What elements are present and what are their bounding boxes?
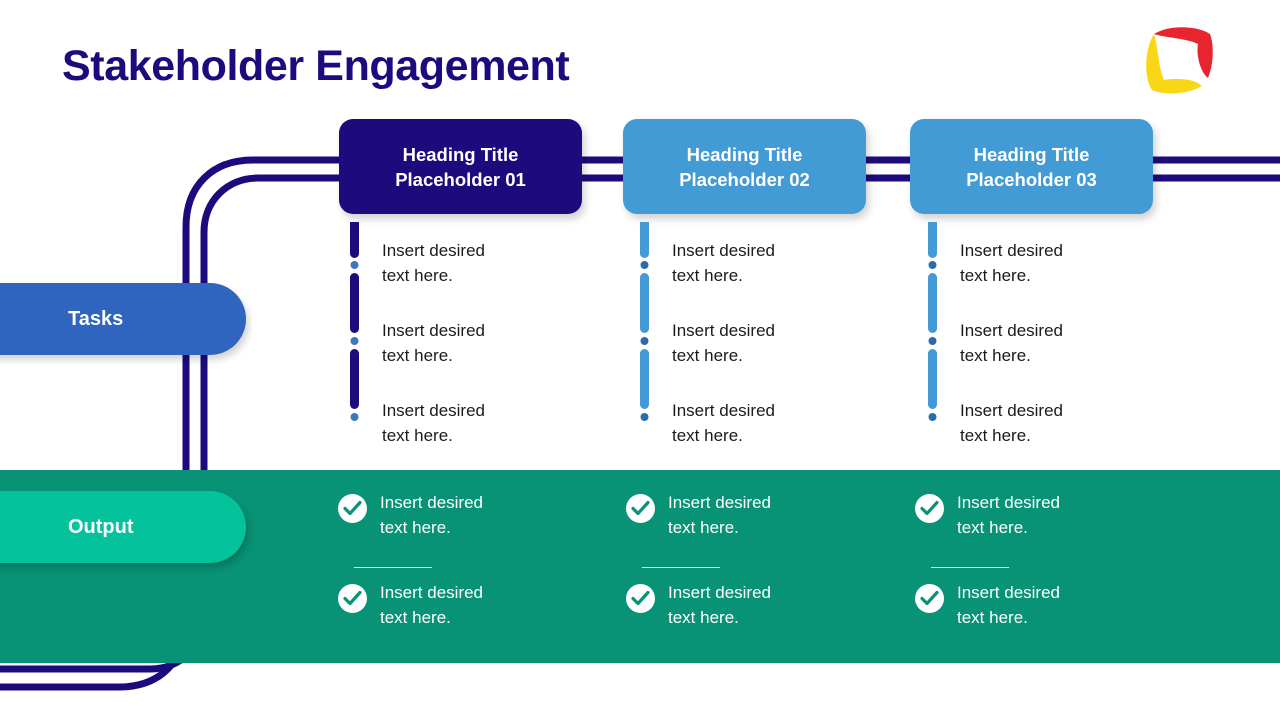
task-list-01: Insert desired text here. Insert desired… [382,238,582,478]
task-item-line2: text here. [960,266,1031,285]
output-item: Insert desired text here. [915,580,1165,646]
output-item-line2: text here. [957,608,1028,627]
task-item-line2: text here. [960,426,1031,445]
output-divider [642,567,720,568]
output-item-line1: Insert desired [957,493,1060,512]
heading-card-01-line1: Heading Title [402,143,519,165]
check-circle-icon [626,584,655,613]
task-item-line2: text here. [672,346,743,365]
check-circle-icon [338,584,367,613]
output-item-line2: text here. [668,608,739,627]
task-item-line2: text here. [382,426,453,445]
sidebar-item-tasks-label: Tasks [68,307,124,330]
task-item: Insert desired text here. [382,238,582,318]
output-item-line1: Insert desired [380,493,483,512]
task-item-line1: Insert desired [382,321,485,340]
task-item: Insert desired text here. [382,398,582,478]
heading-card-02-line1: Heading Title [686,143,803,165]
output-item-line2: text here. [380,608,451,627]
output-column-01: Insert desired text here. Insert desired… [338,490,588,646]
output-divider [354,567,432,568]
output-column-03: Insert desired text here. Insert desired… [915,490,1165,646]
output-item-line1: Insert desired [957,583,1060,602]
output-column-02: Insert desired text here. Insert desired… [626,490,876,646]
task-item-line1: Insert desired [672,321,775,340]
page-title: Stakeholder Engagement [62,42,570,90]
output-item-line2: text here. [957,518,1028,537]
task-item: Insert desired text here. [672,238,872,318]
sidebar-item-output-label: Output [68,515,134,538]
task-item-line1: Insert desired [960,401,1063,420]
task-item-line1: Insert desired [672,241,775,260]
heading-card-02-line2: Placeholder 02 [679,168,810,190]
task-item-line1: Insert desired [672,401,775,420]
task-item-line2: text here. [672,266,743,285]
output-item-line1: Insert desired [380,583,483,602]
task-item-line1: Insert desired [382,401,485,420]
task-item: Insert desired text here. [960,318,1160,398]
heading-card-03[interactable]: Heading Title Placeholder 03 [910,119,1153,214]
task-list-03: Insert desired text here. Insert desired… [960,238,1160,478]
check-circle-icon [915,584,944,613]
heading-card-01-line2: Placeholder 01 [395,168,526,190]
output-item-line1: Insert desired [668,493,771,512]
heading-card-03-line2: Placeholder 03 [966,168,1097,190]
output-item: Insert desired text here. [626,490,876,556]
output-item: Insert desired text here. [626,580,876,646]
task-item: Insert desired text here. [672,398,872,478]
check-circle-icon [626,494,655,523]
heading-card-03-line1: Heading Title [973,143,1090,165]
task-rail-01 [350,222,359,421]
task-rail-02 [640,222,649,421]
task-item: Insert desired text here. [672,318,872,398]
abstract-square-logo-icon [1146,27,1213,94]
heading-card-01[interactable]: Heading Title Placeholder 01 [339,119,582,214]
task-item-line2: text here. [382,346,453,365]
task-item-line1: Insert desired [382,241,485,260]
output-item: Insert desired text here. [338,580,588,646]
check-circle-icon [338,494,367,523]
output-item-line2: text here. [380,518,451,537]
output-item: Insert desired text here. [338,490,588,556]
task-item: Insert desired text here. [960,398,1160,478]
output-item-line1: Insert desired [668,583,771,602]
output-item-line2: text here. [668,518,739,537]
check-circle-icon [915,494,944,523]
task-rail-03 [928,222,937,421]
sidebar-item-tasks[interactable]: Tasks [0,283,246,355]
output-divider [931,567,1009,568]
task-item-line2: text here. [382,266,453,285]
task-item-line1: Insert desired [960,321,1063,340]
task-list-02: Insert desired text here. Insert desired… [672,238,872,478]
sidebar-item-output[interactable]: Output [0,491,246,563]
output-item: Insert desired text here. [915,490,1165,556]
task-item: Insert desired text here. [960,238,1160,318]
task-item: Insert desired text here. [382,318,582,398]
task-item-line2: text here. [672,426,743,445]
task-item-line1: Insert desired [960,241,1063,260]
task-item-line2: text here. [960,346,1031,365]
heading-card-02[interactable]: Heading Title Placeholder 02 [623,119,866,214]
